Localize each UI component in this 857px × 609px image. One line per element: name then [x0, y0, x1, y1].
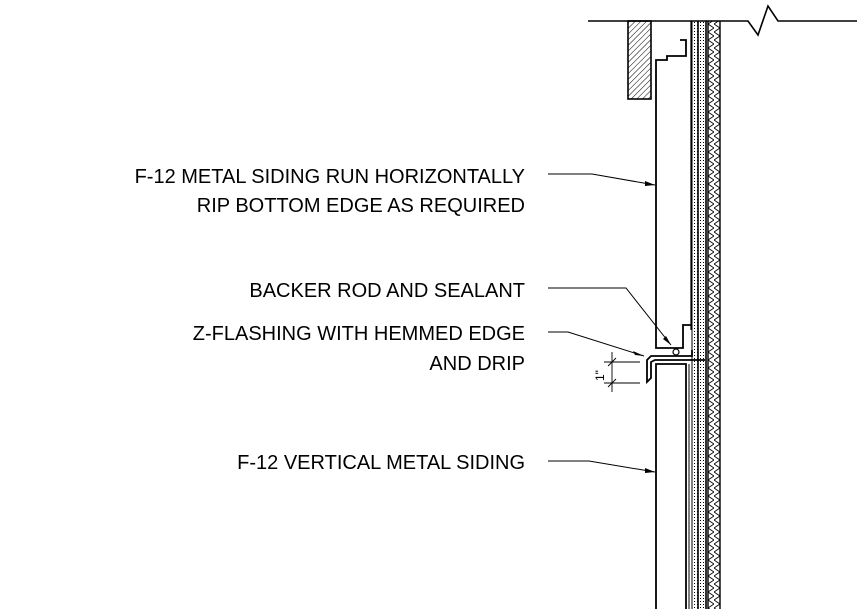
framing-hatch-layer	[708, 21, 720, 609]
sheathing-layer	[692, 21, 698, 609]
leader-siding-horizontal	[548, 173, 656, 186]
leader-arrow-backer-rod	[663, 336, 671, 345]
annotation-siding-horizontal-line2: RIP BOTTOM EDGE AS REQUIRED	[197, 195, 525, 217]
leader-siding-vertical	[548, 460, 656, 473]
leader-z-flashing	[548, 331, 645, 357]
wood-blocking	[627, 20, 652, 100]
drip-dimension: 1"	[593, 352, 640, 392]
z-flashing	[646, 350, 705, 385]
annotation-siding-horizontal-line1: F-12 METAL SIDING RUN HORIZONTALLY	[135, 166, 525, 188]
annotation-z-flashing-line2: AND DRIP	[429, 353, 525, 375]
leader-arrow-siding-vertical	[645, 468, 655, 473]
annotation-backer-rod: BACKER ROD AND SEALANT	[249, 280, 525, 302]
leader-arrow-siding-horizontal	[645, 181, 655, 186]
backer-rod	[672, 348, 680, 356]
annotation-siding-vertical: F-12 VERTICAL METAL SIDING	[237, 452, 525, 474]
vertical-siding-profile	[655, 363, 687, 609]
top-break-line	[588, 4, 857, 37]
annotation-z-flashing-line1: Z-FLASHING WITH HEMMED EDGE	[193, 323, 525, 345]
drip-dimension-label: 1"	[593, 370, 607, 381]
leader-backer-rod	[548, 287, 672, 346]
insulation-layer	[700, 21, 706, 609]
horizontal-siding-profile	[655, 39, 691, 349]
leader-arrow-z-flashing	[633, 351, 644, 356]
